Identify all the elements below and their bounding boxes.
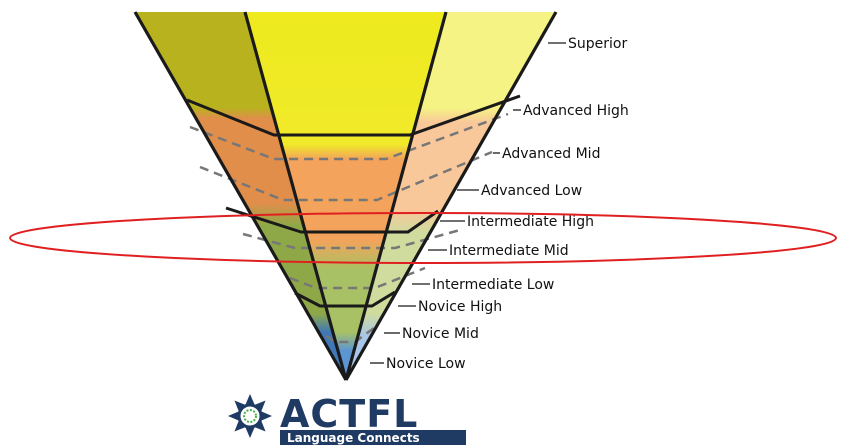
- boundary-advanced-intermediate: [225, 206, 439, 234]
- cone-center-facet: [245, 12, 446, 380]
- actfl-logo: ACTFL Language Connects: [228, 392, 466, 445]
- label-leader-lines: [370, 42, 566, 364]
- label-advanced-low: Advanced Low: [481, 183, 582, 199]
- label-novice-high: Novice High: [418, 299, 502, 315]
- intermediate-highlight-ellipse: [9, 212, 837, 264]
- cone: [133, 11, 558, 381]
- label-advanced-mid: Advanced Mid: [502, 146, 600, 162]
- label-intermediate-high: Intermediate High: [467, 214, 594, 230]
- label-superior: Superior: [568, 36, 627, 52]
- label-novice-mid: Novice Mid: [402, 326, 479, 342]
- level-boundaries: [186, 94, 521, 308]
- cone-edges: [133, 11, 558, 381]
- label-intermediate-mid: Intermediate Mid: [449, 243, 569, 259]
- label-intermediate-low: Intermediate Low: [432, 277, 554, 293]
- boundary-superior-advanced: [186, 94, 521, 137]
- label-advanced-high: Advanced High: [523, 103, 629, 119]
- logo-emblem-icon: [228, 394, 272, 438]
- boundary-intermediate-novice: [294, 290, 396, 308]
- logo-tagline: Language Connects: [287, 431, 420, 445]
- level-labels: Superior Advanced High Advanced Mid Adva…: [386, 36, 629, 372]
- logo-tagline-bar: [280, 430, 466, 445]
- logo-wordmark: ACTFL: [280, 392, 418, 436]
- label-novice-low: Novice Low: [386, 356, 466, 372]
